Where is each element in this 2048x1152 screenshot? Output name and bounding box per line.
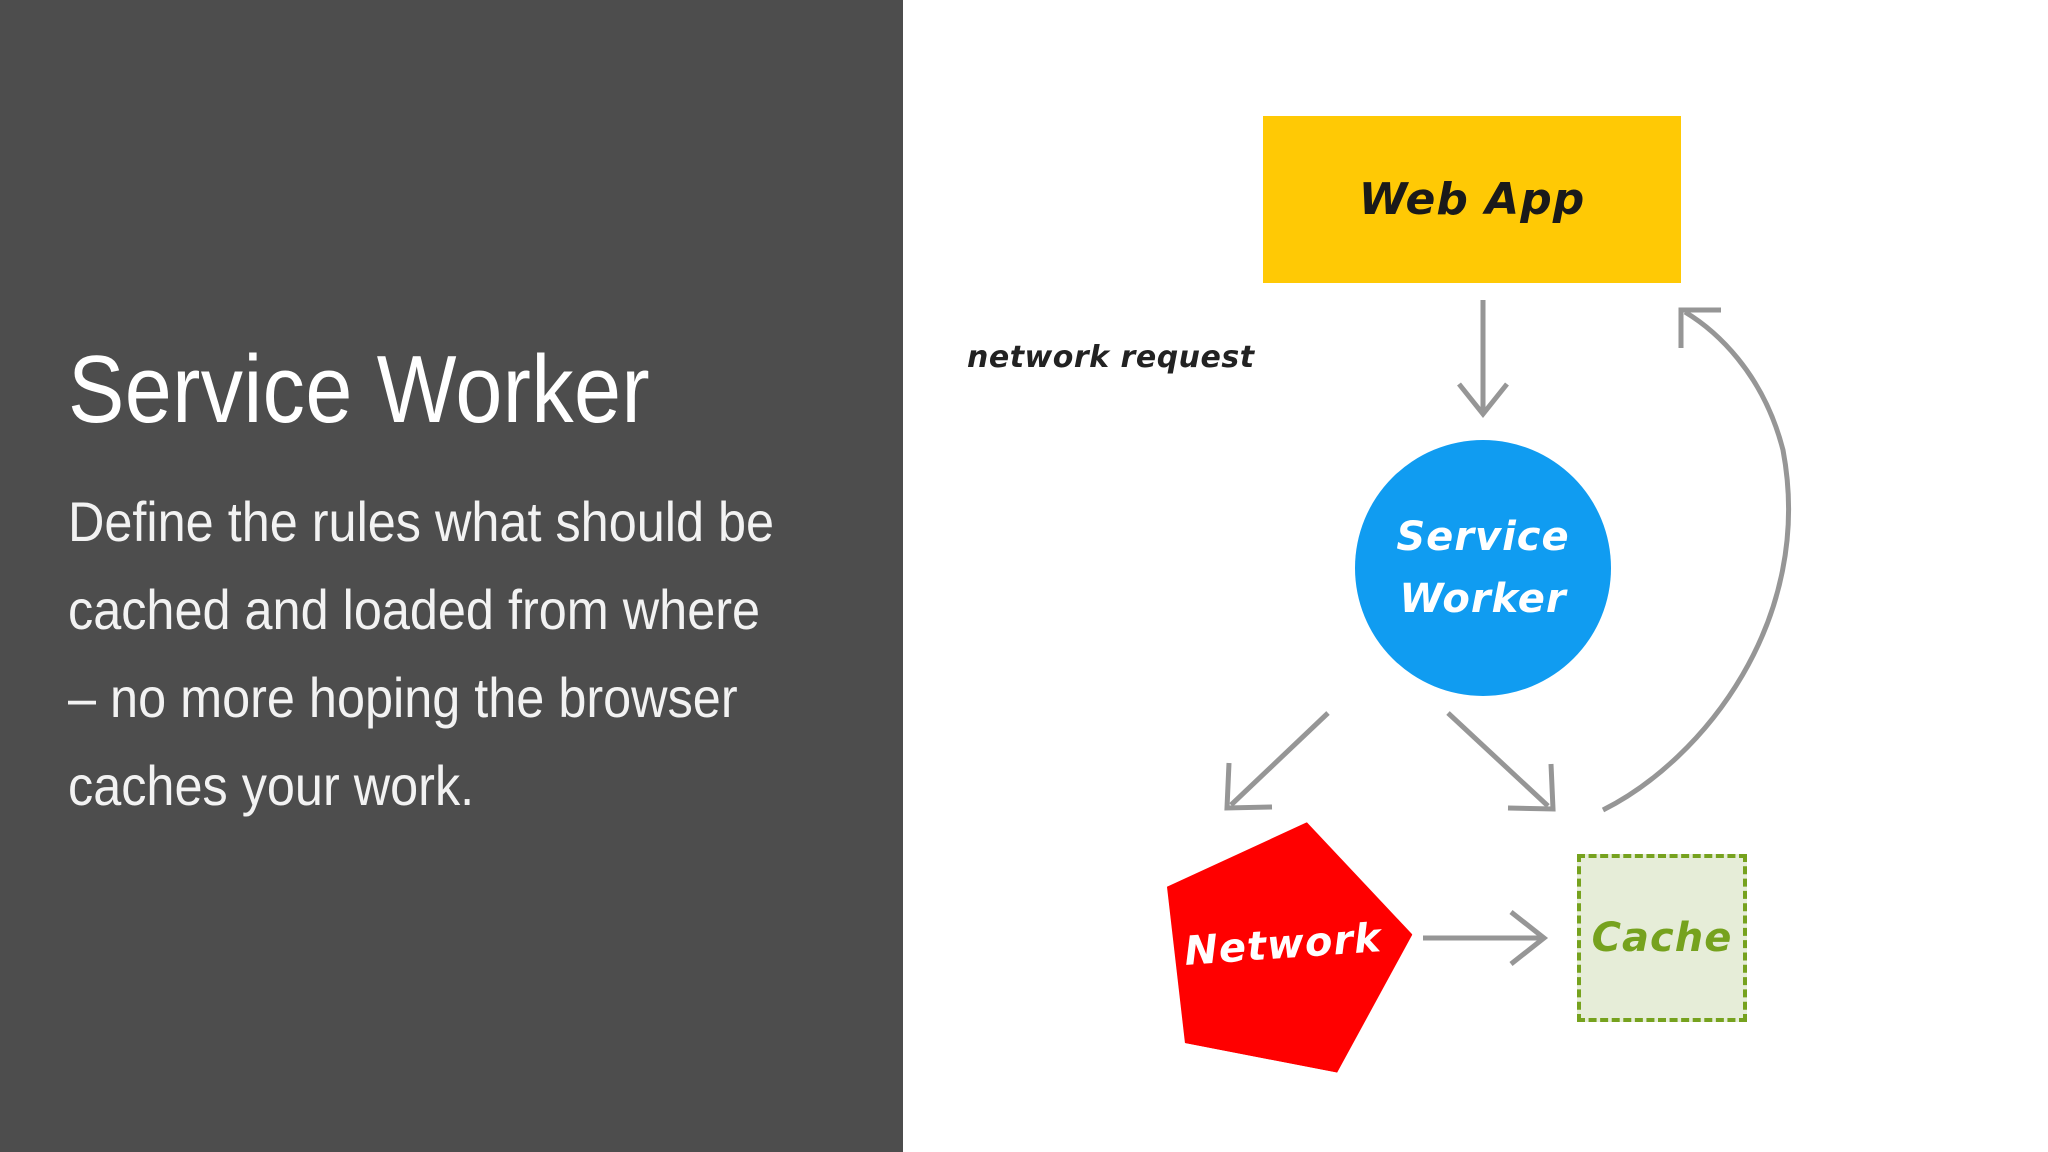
edge-label-network-request: network request [967,340,1255,375]
left-text-panel: Service Worker Define the rules what sho… [0,0,903,1152]
arrow-webapp-to-serviceworker [1457,300,1509,419]
node-web-app[interactable]: Web App [1263,116,1681,283]
node-web-app-label: Web App [1358,174,1586,225]
arrow-serviceworker-to-cache [1446,711,1556,812]
arrow-serviceworker-to-network [1224,711,1330,811]
page-body-text: Define the rules what should be cached a… [68,490,775,817]
node-service-worker[interactable]: Service Worker [1355,440,1611,696]
node-cache-label: Cache [1591,915,1733,961]
service-worker-diagram: Web App network request Service Worker N… [903,0,2048,1152]
page-title: Service Worker [68,336,651,443]
node-network-label: Network [1182,915,1384,975]
node-service-worker-label-line1: Service [1396,514,1570,560]
node-service-worker-label-line2: Worker [1399,576,1567,622]
arrow-cache-to-webapp [1601,307,1791,813]
node-cache[interactable]: Cache [1577,854,1747,1022]
arrow-network-to-cache [1423,910,1549,966]
